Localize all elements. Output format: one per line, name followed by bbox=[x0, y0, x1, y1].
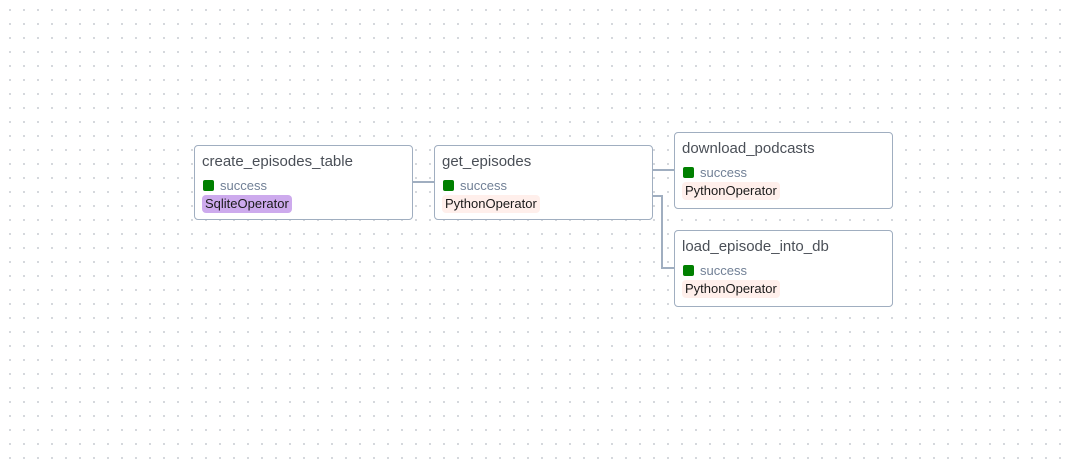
task-state-row: success bbox=[682, 262, 885, 278]
task-state-label: success bbox=[220, 177, 267, 193]
task-node-create-episodes-table[interactable]: create_episodes_table success SqliteOper… bbox=[194, 145, 413, 220]
task-state-label: success bbox=[460, 177, 507, 193]
operator-badge: SqliteOperator bbox=[202, 195, 292, 213]
task-id-label: load_episode_into_db bbox=[682, 238, 829, 255]
task-node-get-episodes[interactable]: get_episodes success PythonOperator bbox=[434, 145, 653, 220]
operator-badge: PythonOperator bbox=[682, 280, 780, 298]
task-state-row: success bbox=[202, 177, 405, 193]
state-indicator-icon bbox=[683, 166, 694, 178]
operator-badge: PythonOperator bbox=[682, 182, 780, 200]
task-id-label: create_episodes_table bbox=[202, 153, 353, 170]
state-indicator-icon bbox=[683, 264, 694, 276]
task-node-load-episode-into-db[interactable]: load_episode_into_db success PythonOpera… bbox=[674, 230, 893, 307]
task-state-label: success bbox=[700, 164, 747, 180]
operator-badge: PythonOperator bbox=[442, 195, 540, 213]
edge-get-to-load bbox=[653, 195, 674, 269]
task-node-download-podcasts[interactable]: download_podcasts success PythonOperator bbox=[674, 132, 893, 209]
state-indicator-icon bbox=[443, 179, 454, 191]
state-indicator-icon bbox=[203, 179, 214, 191]
task-id-label: download_podcasts bbox=[682, 140, 815, 157]
task-state-row: success bbox=[682, 164, 885, 180]
task-state-row: success bbox=[442, 177, 645, 193]
task-state-label: success bbox=[700, 262, 747, 278]
task-id-label: get_episodes bbox=[442, 153, 532, 170]
